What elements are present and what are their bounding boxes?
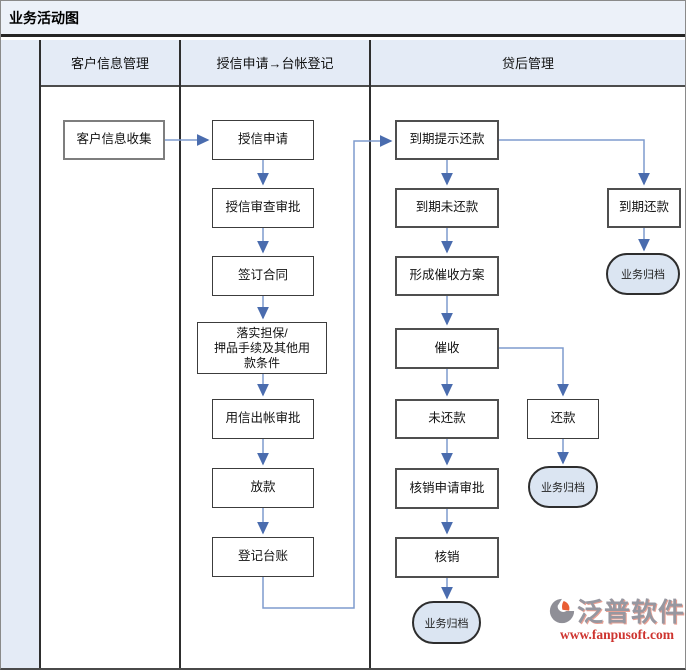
node-credit-review-approval: 授信审查审批 bbox=[212, 188, 314, 228]
fanpu-logo-icon bbox=[549, 598, 575, 623]
node-repay: 还款 bbox=[527, 399, 599, 439]
node-writeoff: 核销 bbox=[395, 537, 499, 578]
left-margin-strip bbox=[1, 40, 41, 668]
node-overdue-unpaid: 到期未还款 bbox=[395, 188, 499, 228]
node-unpaid: 未还款 bbox=[395, 399, 499, 439]
node-register-ledger: 登记台账 bbox=[212, 537, 314, 577]
watermark-brand-text: 泛普软件 bbox=[576, 597, 685, 627]
terminator-archive-bottom: 业务归档 bbox=[412, 601, 481, 644]
node-loan-release: 放款 bbox=[212, 468, 314, 508]
node-collection: 催收 bbox=[395, 328, 499, 369]
lane-header-credit-ledger: 授信申请→台帐登记 bbox=[181, 40, 369, 87]
arrow-remind-to-repaid-due bbox=[499, 139, 650, 186]
arrow-collection-to-repay bbox=[499, 347, 569, 397]
page-title: 业务活动图 bbox=[9, 9, 79, 26]
node-repaid-at-maturity: 到期还款 bbox=[607, 188, 681, 228]
title-band: 业务活动图 bbox=[1, 1, 685, 37]
lane-header-post-loan: 贷后管理 bbox=[371, 40, 685, 87]
node-maturity-reminder: 到期提示还款 bbox=[395, 120, 499, 160]
lane-divider-2 bbox=[369, 40, 371, 668]
node-credit-apply: 授信申请 bbox=[212, 120, 314, 160]
vendor-watermark: 泛普软件 www.fanpusoft.com bbox=[549, 592, 685, 643]
watermark-url-text: www.fanpusoft.com bbox=[559, 627, 674, 642]
node-implement-guarantee: 落实担保/ 押品手续及其他用 款条件 bbox=[197, 322, 327, 374]
node-customer-info-collect: 客户信息收集 bbox=[63, 120, 165, 160]
lane-label: 贷后管理 bbox=[501, 56, 554, 71]
lane-label: 授信申请→台帐登记 bbox=[216, 56, 334, 71]
node-writeoff-approval: 核销申请审批 bbox=[395, 468, 499, 509]
node-collection-plan: 形成催收方案 bbox=[395, 256, 499, 296]
terminator-archive-right: 业务归档 bbox=[606, 253, 680, 295]
lane-header-customer-info: 客户信息管理 bbox=[41, 40, 179, 87]
node-sign-contract: 签订合同 bbox=[212, 256, 314, 296]
terminator-archive-mid: 业务归档 bbox=[528, 466, 598, 508]
lane-label: 客户信息管理 bbox=[70, 56, 149, 71]
lane-divider-1 bbox=[179, 40, 181, 668]
node-disbursement-approval: 用信出帐审批 bbox=[212, 399, 314, 439]
